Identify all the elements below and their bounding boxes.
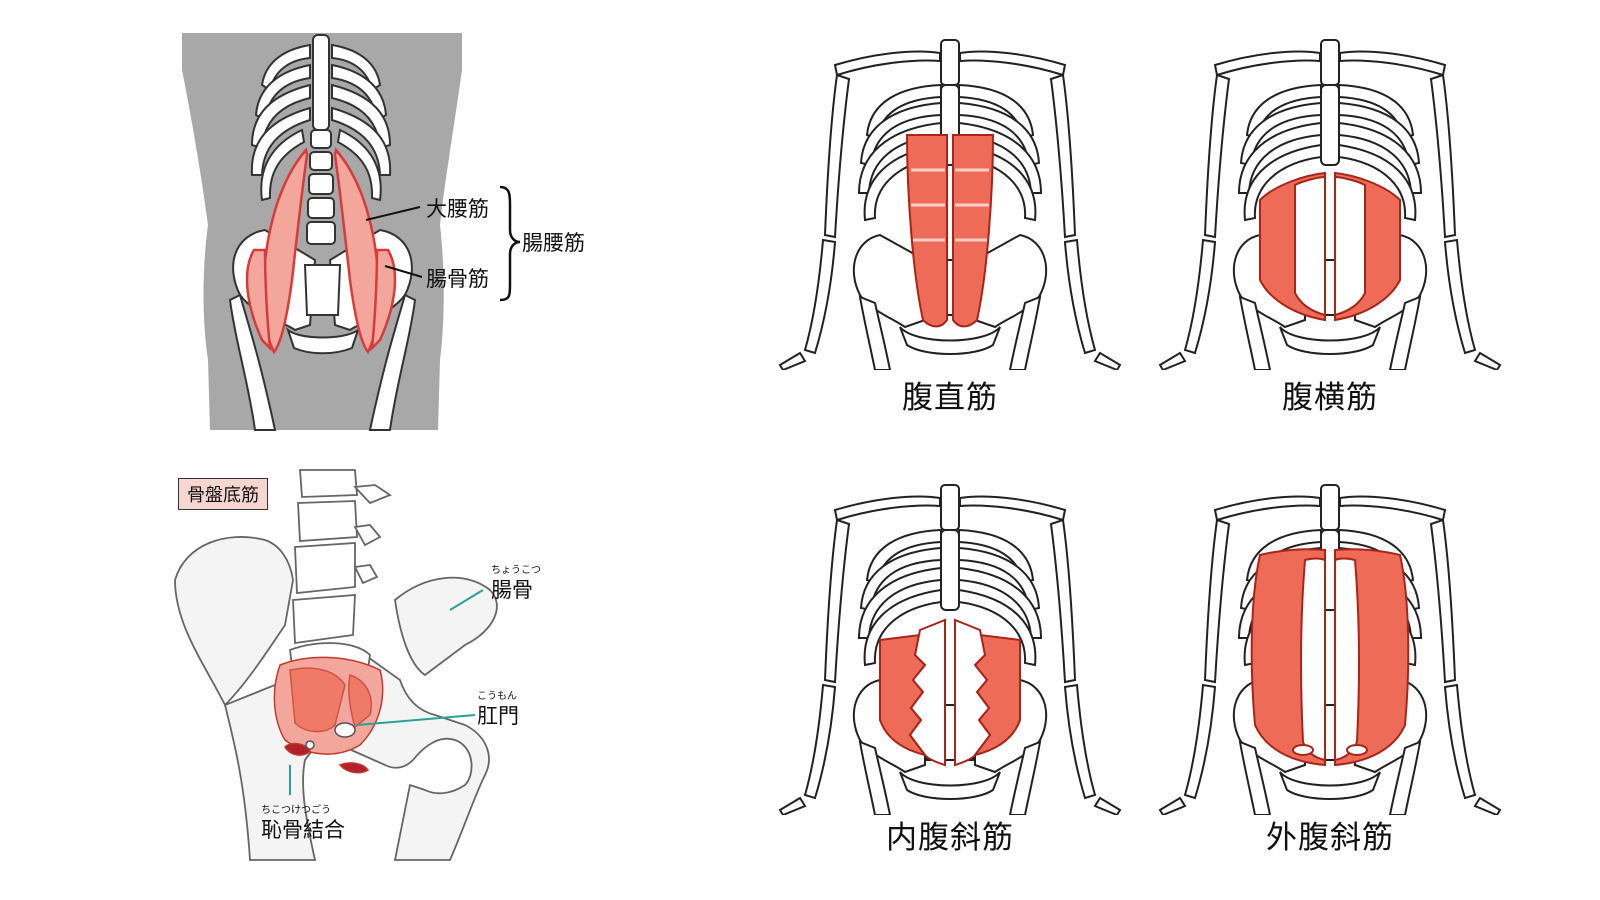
external-oblique-caption: 外腹斜筋 [1266, 820, 1394, 856]
transversus-illustration [1159, 39, 1501, 370]
pubic-symphysis-label: 恥骨結合 [261, 818, 345, 842]
pelvic-floor-panel: ちょうこつ 腸骨 こうもん 肛門 ちこつけつごう 恥骨結合 [165, 465, 585, 870]
anus-ruby: こうもん [477, 690, 517, 702]
rectus-illustration [779, 39, 1121, 370]
external-oblique-illustration [1159, 484, 1501, 815]
pelvic-floor-illustration: ちょうこつ 腸骨 こうもん 肛門 ちこつけつごう 恥骨結合 [174, 469, 541, 861]
internal-oblique-caption: 内腹斜筋 [886, 820, 1014, 856]
transversus-panel [1155, 35, 1505, 370]
rectus-caption: 腹直筋 [902, 380, 998, 416]
ilium-ruby: ちょうこつ [491, 564, 541, 576]
transversus-caption: 腹横筋 [1282, 380, 1378, 416]
pelvic-floor-tag: 骨盤底筋 [178, 478, 268, 510]
external-oblique-panel [1155, 480, 1505, 815]
iliopsoas-illustration: 大腰筋 腸骨筋 腸腰筋 [182, 33, 585, 431]
internal-oblique-panel [775, 480, 1125, 815]
ilium-label: 腸骨 [491, 578, 533, 602]
pubic-symphysis-ruby: ちこつけつごう [261, 803, 331, 816]
iliacus-label: 腸骨筋 [426, 267, 489, 291]
iliopsoas-group-label: 腸腰筋 [522, 231, 585, 255]
iliopsoas-panel: 大腰筋 腸骨筋 腸腰筋 [170, 30, 620, 435]
anus-label: 肛門 [477, 704, 519, 728]
psoas-major-label: 大腰筋 [426, 197, 489, 221]
internal-oblique-illustration [779, 484, 1121, 815]
rectus-panel [775, 35, 1125, 370]
